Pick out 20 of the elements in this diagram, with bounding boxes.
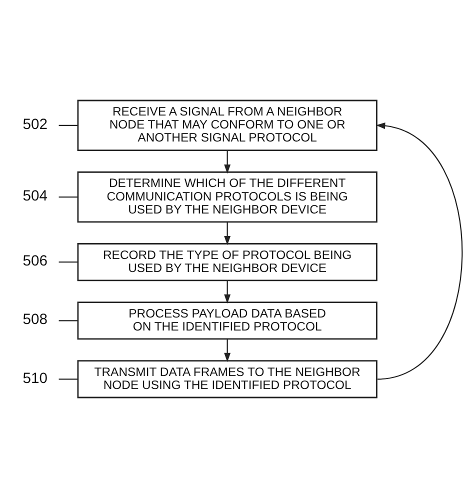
- arrow: [376, 122, 463, 380]
- node-box: PROCESS PAYLOAD DATA BASED ON THE IDENTIFIED PROTOCOL: [77, 301, 378, 340]
- connector: [58, 378, 78, 380]
- connector: [58, 261, 78, 262]
- arrow: [224, 338, 231, 362]
- connector: [58, 196, 78, 198]
- node-box: RECORD THE TYPE OF PROTOCOL BEING USED BY THE NEIGHBOR DEVICE: [77, 242, 378, 281]
- arrow: [224, 222, 231, 245]
- arrow: [224, 280, 231, 304]
- node-text: 502: [22, 116, 48, 132]
- node-text: 504: [22, 188, 48, 204]
- connector: [58, 320, 78, 321]
- arrow: [224, 150, 231, 174]
- node-text: 506: [22, 253, 48, 270]
- node-text: 510: [22, 370, 48, 386]
- connector: [58, 124, 78, 126]
- node-box: RECEIVE A SIGNAL FROM A NEIGHBOR NODE THAT MAY CONFORM TO ONE OR ANOTHER SIGNAL PROTOCOL: [77, 99, 378, 150]
- node-box: DETERMINE WHICH OF THE DIFFERENT COMMUNICATION PROTOCOLS IS BEING USED BY THE NEIGHBOR DEVICE: [77, 170, 378, 222]
- node-box: TRANSMIT DATA FRAMES TO THE NEIGHBOR NODE USING THE IDENTIFIED PROTOCOL: [77, 360, 378, 398]
- node-text: 508: [22, 312, 48, 328]
